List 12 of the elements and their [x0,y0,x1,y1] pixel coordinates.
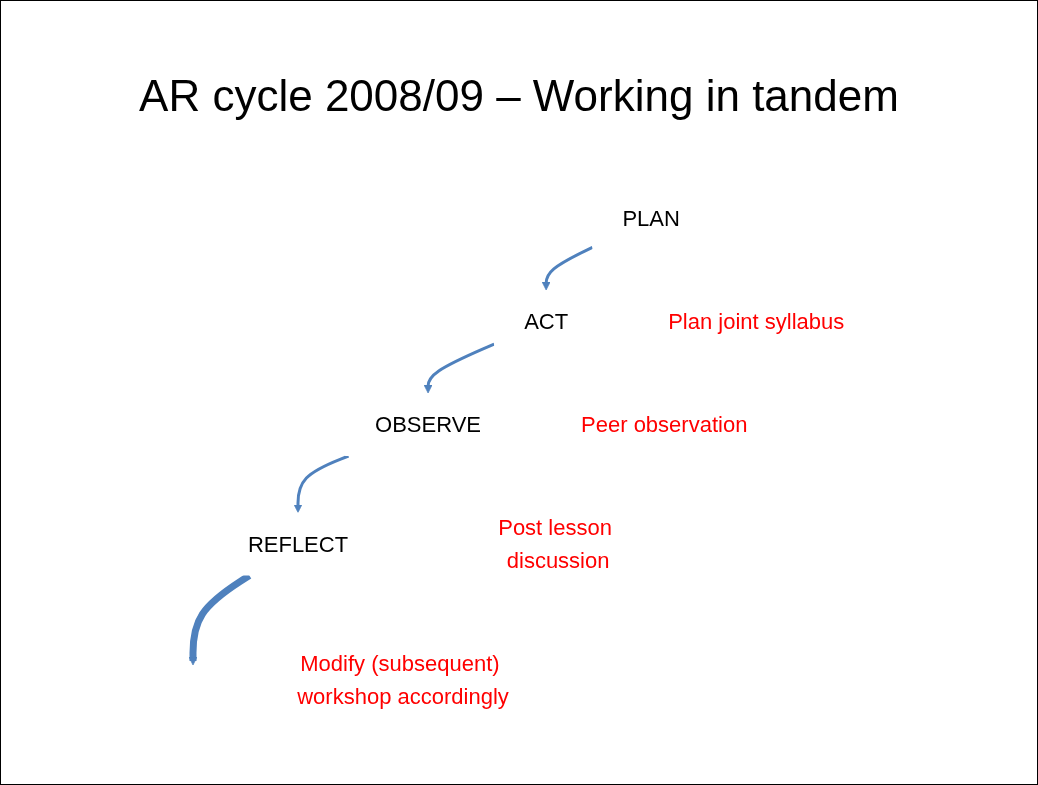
node-label: Peer observation [581,412,748,437]
node-label: Plan joint syllabus [668,309,845,334]
arrow [424,342,496,394]
node-text: PLAN [622,206,681,231]
arrow [294,454,350,513]
node-text: ACT [524,309,569,334]
title: AR cycle 2008/09 – Working in tandem [139,71,899,121]
node-text: REFLECT [248,531,349,557]
node-label: Modify (subsequent) workshop accordingly [297,651,510,709]
node-label: Post lesson discussion [498,515,613,573]
node-text: OBSERVE [375,412,482,437]
arrow [542,245,594,291]
